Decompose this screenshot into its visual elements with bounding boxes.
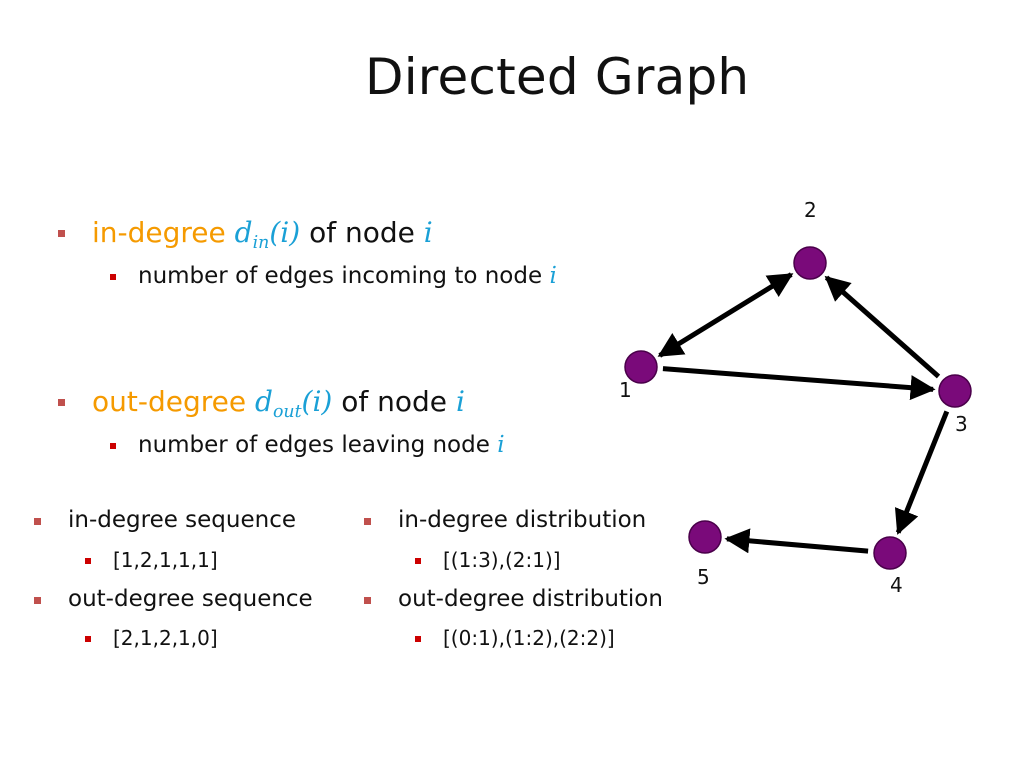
bullet-marker	[364, 518, 371, 525]
indegree-var: i	[423, 216, 433, 249]
outdegree-symbol: dout(i)	[255, 385, 333, 423]
bullet-marker	[415, 636, 421, 642]
indegree-detail: number of edges incoming to node i	[138, 263, 557, 289]
outdegree-distribution-value: [(0:1),(1:2),(2:2)]	[443, 626, 615, 650]
edge-4-5	[724, 528, 869, 554]
node-label-3: 3	[955, 412, 968, 436]
outdegree-detail: number of edges leaving node i	[138, 432, 505, 458]
indegree-sequence-value: [1,2,1,1,1]	[113, 548, 218, 572]
indegree-symbol: din(i)	[234, 216, 301, 254]
outdegree-suffix: of node	[341, 385, 448, 418]
bullet-marker	[415, 558, 421, 564]
indegree-distribution-label: in-degree distribution	[398, 507, 647, 533]
bullet-marker	[364, 597, 371, 604]
outdegree-sequence-label: out-degree sequence	[68, 586, 313, 612]
bullet-marker	[110, 443, 116, 449]
edge-3-2	[824, 275, 941, 379]
indegree-suffix: of node	[309, 216, 415, 249]
node-1	[624, 350, 658, 384]
node-2	[793, 246, 827, 280]
outdegree-distribution-label: out-degree distribution	[398, 586, 663, 612]
node-label-2: 2	[804, 198, 817, 222]
bullet-marker	[85, 636, 91, 642]
bullet-marker	[58, 399, 65, 406]
node-3	[938, 374, 972, 408]
node-label-4: 4	[890, 573, 903, 597]
bullet-marker	[58, 230, 65, 237]
indegree-sequence-label: in-degree sequence	[68, 507, 297, 533]
indegree-term: in-degree	[92, 216, 226, 249]
outdegree-sequence-value: [2,1,2,1,0]	[113, 626, 218, 650]
slide-title: Directed Graph	[365, 48, 750, 106]
bullet-marker	[34, 597, 41, 604]
bullet-marker	[85, 558, 91, 564]
outdegree-term: out-degree	[92, 385, 247, 418]
bullet-marker	[34, 518, 41, 525]
node-4	[873, 536, 907, 570]
edge-3-4	[894, 410, 950, 535]
edge-1-3	[662, 366, 936, 401]
outdegree-var: i	[455, 385, 465, 418]
node-5	[688, 520, 722, 554]
edge-1-2	[657, 272, 794, 358]
node-label-1: 1	[619, 378, 632, 402]
indegree-definition: in-degree din(i) of node i	[92, 216, 433, 254]
node-label-5: 5	[697, 565, 710, 589]
indegree-distribution-value: [(1:3),(2:1)]	[443, 548, 561, 572]
outdegree-definition: out-degree dout(i) of node i	[92, 385, 465, 423]
bullet-marker	[110, 274, 116, 280]
